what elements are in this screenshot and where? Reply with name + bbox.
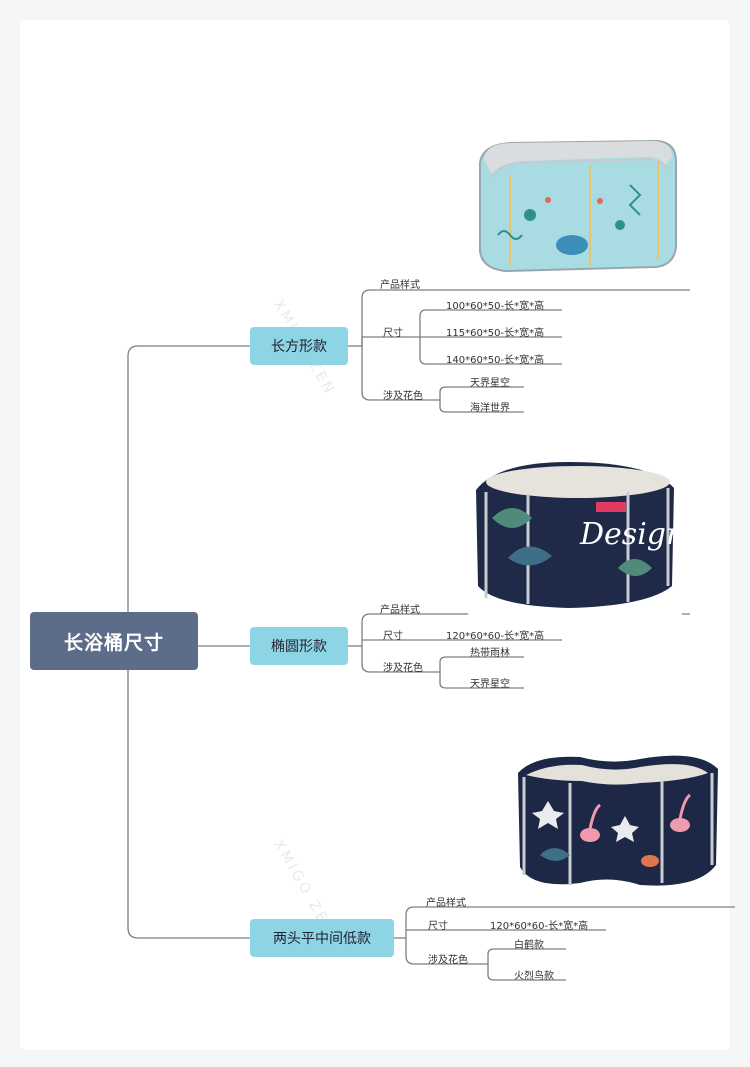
connector-trunk (128, 346, 250, 612)
b3-pattern-1: 白鹤款 (514, 936, 544, 951)
b2-style-label: 产品样式 (380, 601, 420, 616)
topic-oval: 椭圆形款 (250, 627, 348, 665)
b2-pattern-1: 热带雨林 (470, 644, 510, 659)
b1-size-label: 尺寸 (383, 324, 403, 339)
rectangular-tub-photo (470, 105, 684, 285)
oval-tub-print-text: Design (579, 517, 682, 552)
topic-flat-ends: 两头平中间低款 (250, 919, 394, 957)
connector-trunk-lower (128, 670, 250, 938)
b3-size-label: 尺寸 (428, 917, 448, 932)
b1-pattern-2: 海洋世界 (470, 399, 510, 414)
b2-size-label: 尺寸 (383, 627, 403, 642)
b2-pattern-2: 天界星空 (470, 675, 510, 690)
b1-size-1: 100*60*50-长*宽*高 (446, 297, 544, 312)
root-node: 长浴桶尺寸 (30, 612, 198, 670)
flat-ends-tub-photo (510, 725, 724, 903)
oval-tub-photo: Design (468, 448, 682, 616)
b1-size-2: 115*60*50-长*宽*高 (446, 324, 544, 339)
b2-size-1: 120*60*60-长*宽*高 (446, 627, 544, 642)
b1-pattern-1: 天界星空 (470, 374, 510, 389)
b3-size-1: 120*60*60-长*宽*高 (490, 917, 588, 932)
b1-size-3: 140*60*50-长*宽*高 (446, 351, 544, 366)
b1-pattern-label: 涉及花色 (383, 387, 423, 402)
b2-pattern-label: 涉及花色 (383, 659, 423, 674)
b3-pattern-label: 涉及花色 (428, 951, 468, 966)
b3-pattern-2: 火烈鸟款 (514, 967, 554, 982)
topic-rectangular: 长方形款 (250, 327, 348, 365)
b3-style-label: 产品样式 (426, 894, 466, 909)
b1-style-label: 产品样式 (380, 276, 420, 291)
